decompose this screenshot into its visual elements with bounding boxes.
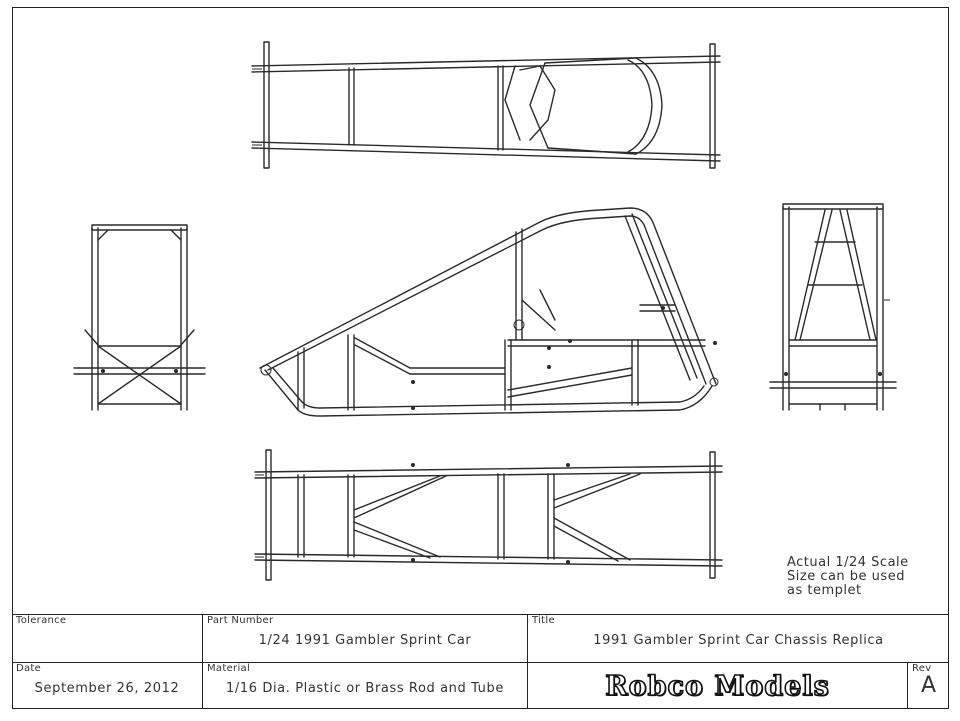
tolerance-cell: Tolerance — [12, 614, 202, 662]
sheet-border — [12, 7, 949, 709]
material-label: Material — [207, 663, 251, 674]
material-cell: Material 1/16 Dia. Plastic or Brass Rod … — [202, 662, 527, 709]
scale-note-line1: Actual 1/24 Scale — [787, 555, 909, 570]
rev-label: Rev — [912, 663, 932, 674]
company-logo: Robco Models — [604, 670, 830, 703]
date-value: September 26, 2012 — [34, 681, 180, 696]
date-label: Date — [16, 663, 42, 674]
part-number-value: 1/24 1991 Gambler Sprint Car — [258, 633, 472, 648]
rev-cell: Rev A — [907, 662, 949, 709]
title-block: Tolerance Part Number 1/24 1991 Gambler … — [12, 614, 949, 709]
rear-view — [769, 203, 897, 411]
side-view — [259, 207, 719, 417]
bottom-view — [254, 449, 723, 581]
scale-note-line3: as templet — [787, 583, 862, 598]
tolerance-label: Tolerance — [16, 615, 67, 626]
material-value: 1/16 Dia. Plastic or Brass Rod and Tube — [226, 681, 504, 696]
company-cell: Robco Models — [527, 662, 907, 709]
part-number-cell: Part Number 1/24 1991 Gambler Sprint Car — [202, 614, 527, 662]
scale-note: Actual 1/24 Scale Size can be used as te… — [787, 556, 909, 598]
title-label: Title — [532, 615, 555, 626]
front-view — [73, 224, 206, 411]
title-value: 1991 Gambler Sprint Car Chassis Replica — [593, 633, 884, 648]
date-cell: Date September 26, 2012 — [12, 662, 202, 709]
part-number-label: Part Number — [207, 615, 274, 626]
scale-note-line2: Size can be used — [787, 569, 905, 584]
rev-value: A — [920, 673, 937, 698]
top-view — [251, 41, 721, 169]
title-cell: Title 1991 Gambler Sprint Car Chassis Re… — [527, 614, 949, 662]
